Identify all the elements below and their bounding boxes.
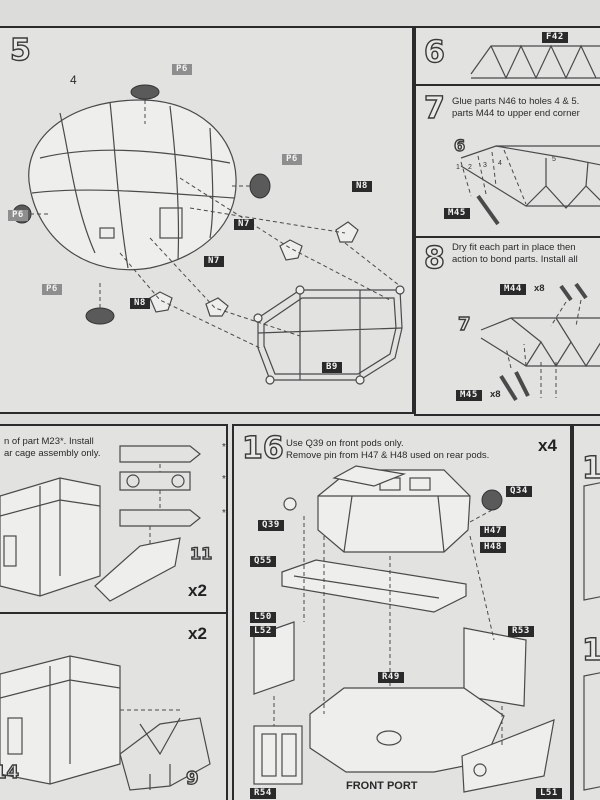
left-middle-instruction: n of part M23*. Install (4, 436, 94, 447)
step-7-instruction: parts M44 to upper end corner (452, 108, 580, 119)
step-6-number: 6 (423, 35, 445, 70)
part-tag-m45: M45 (444, 208, 470, 219)
right-edge-step-number: 1 (581, 453, 600, 484)
asterisk-note: * (222, 508, 226, 519)
hole-label: 1 (456, 164, 460, 171)
left-middle-sub-label: 11 (189, 544, 213, 563)
step-7-illustration (460, 145, 600, 226)
step-7-instruction: Glue parts N46 to holes 4 & 5. (452, 96, 580, 107)
left-middle-panel: n of part M23*. Install ar cage assembly… (0, 424, 228, 614)
step-7-panel: 7 Glue parts N46 to holes 4 & 5. parts M… (414, 84, 600, 238)
part-tag-p6: P6 (8, 210, 28, 221)
part-tag-b9: B9 (322, 362, 342, 373)
part-tag-q34: Q34 (506, 486, 532, 497)
asterisk-note: * (222, 442, 226, 453)
step-8-number: 8 (423, 241, 445, 276)
right-edge-illustration (583, 482, 600, 791)
step-8-sub-label: 7 (457, 314, 471, 335)
step-16-quantity: x4 (538, 436, 557, 455)
left-middle-instruction: ar cage assembly only. (4, 448, 101, 459)
right-edge-step-number: 1 (581, 635, 600, 666)
part-tag-n8: N8 (352, 181, 372, 192)
left-bottom-sub-label: 9 (185, 768, 199, 789)
part-tag-n8: N8 (130, 298, 150, 309)
step-6-panel: 6 F42 (414, 26, 600, 86)
step-5-sub-label: 4 (70, 73, 77, 87)
part-tag-m45: M45 (456, 390, 482, 401)
step-16-instruction: Use Q39 on front pods only. (286, 438, 404, 449)
left-bottom-illustration (0, 655, 211, 791)
left-middle-illustration (0, 445, 201, 602)
part-tag-l50: L50 (250, 612, 276, 623)
step-6-illustration (470, 44, 600, 80)
step-5-panel: 5 4 P6 P6 P6 P6 N8 N7 N7 N8 B9 (0, 26, 414, 414)
hole-label: 3 (483, 162, 487, 169)
step-8-illustration (480, 282, 600, 402)
asterisk-note: * (222, 474, 226, 485)
step-16-illustration (253, 465, 555, 793)
part-tag-l52: L52 (250, 626, 276, 637)
step-7-sub-label: 6 (453, 136, 466, 155)
part-tag-r53: R53 (508, 626, 534, 637)
part-tag-m44: M44 (500, 284, 526, 295)
left-bottom-panel: x2 14 9 (0, 612, 228, 800)
left-middle-quantity: x2 (188, 581, 207, 600)
step-16-instruction: Remove pin from H47 & H48 used on rear p… (286, 450, 490, 461)
part-tag-n7: N7 (234, 219, 254, 230)
front-port-caption: FRONT PORT (346, 780, 418, 792)
left-bottom-quantity: x2 (188, 624, 207, 643)
part-tag-n7: N7 (204, 256, 224, 267)
step-5-number: 5 (9, 33, 31, 68)
hole-label: 5 (552, 156, 556, 163)
step-5-illustration (12, 84, 405, 385)
part-tag-l51: L51 (536, 788, 562, 799)
step-7-number: 7 (423, 91, 445, 126)
hole-label: 2 (468, 164, 472, 171)
part-tag-p6: P6 (172, 64, 192, 75)
part-tag-r54: R54 (250, 788, 276, 799)
right-edge-panel: 1 1 (572, 424, 600, 800)
step-16-panel: 16 Use Q39 on front pods only. Remove pi… (232, 424, 572, 800)
part-tag-r49: R49 (378, 672, 404, 683)
hole-label: 4 (498, 160, 502, 167)
step-8-instruction: action to bond parts. Install all (452, 254, 578, 265)
part-quantity: x8 (490, 389, 501, 400)
left-bottom-sub-label: 14 (0, 762, 20, 783)
part-tag-p6: P6 (42, 284, 62, 295)
part-tag-p6: P6 (282, 154, 302, 165)
part-tag-q39: Q39 (258, 520, 284, 531)
part-tag-h48: H48 (480, 542, 506, 553)
part-tag-h47: H47 (480, 526, 506, 537)
part-tag-q55: Q55 (250, 556, 276, 567)
step-8-instruction: Dry fit each part in place then (452, 242, 576, 253)
part-quantity: x8 (534, 283, 545, 294)
part-tag-f42: F42 (542, 32, 568, 43)
step-16-number: 16 (241, 431, 284, 466)
step-8-panel: 8 Dry fit each part in place then action… (414, 236, 600, 416)
